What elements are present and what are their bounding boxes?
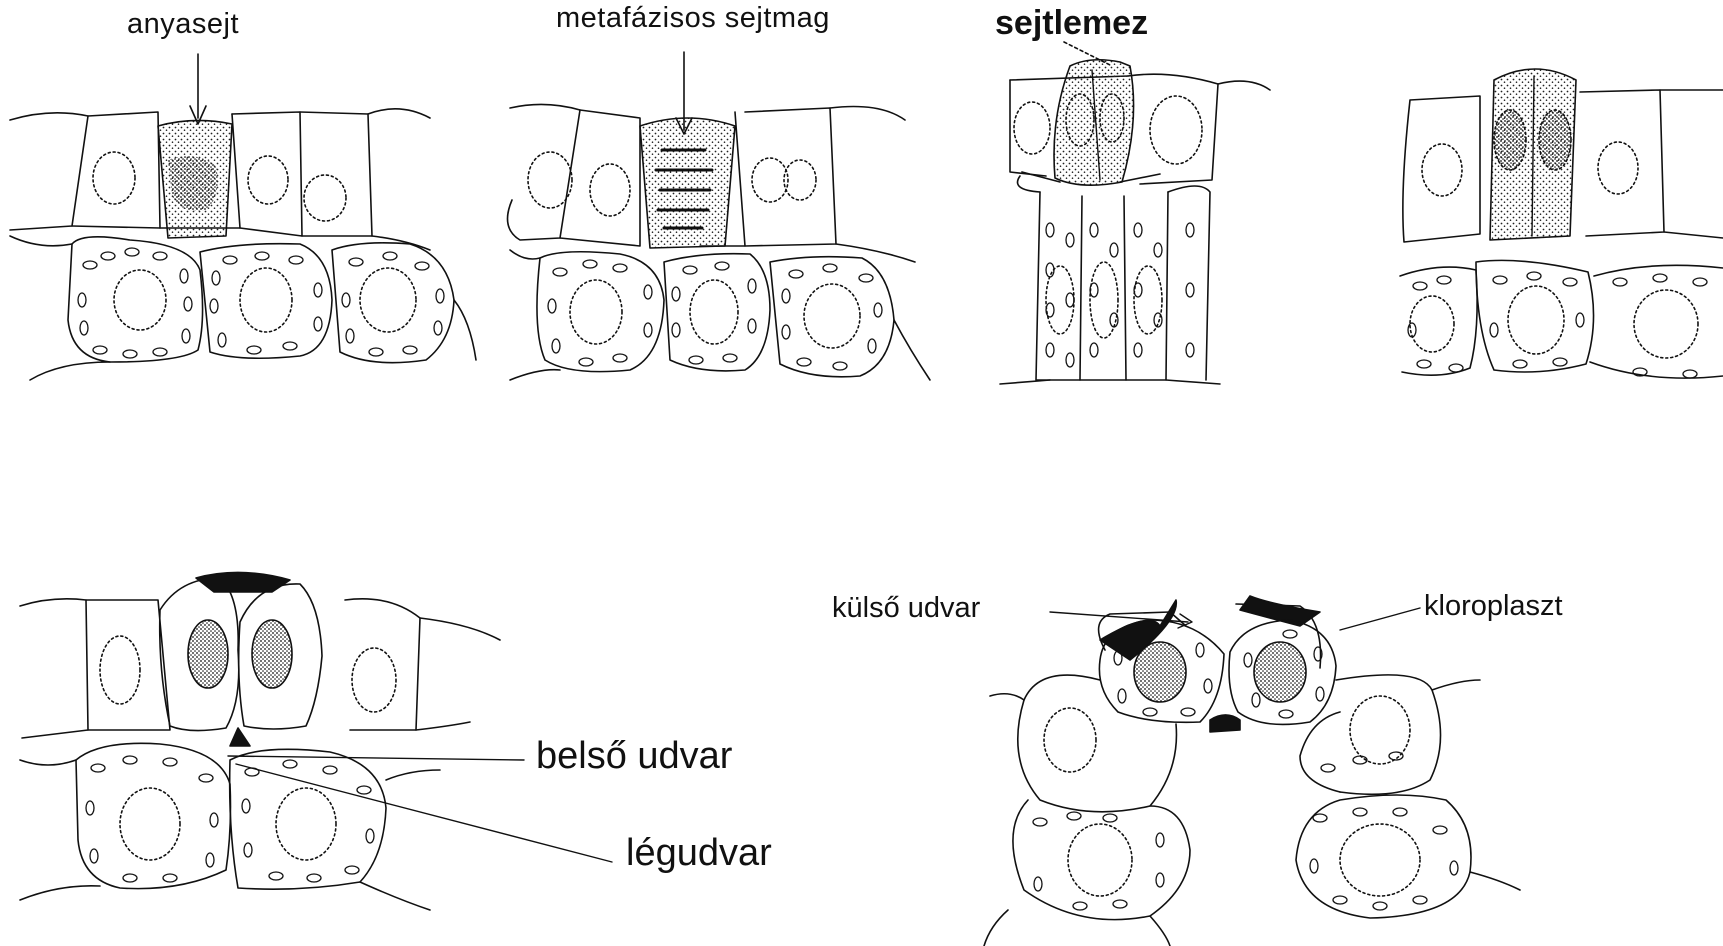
- label-mother-cell: anyasejt: [127, 8, 239, 41]
- label-metaphase-nucleus: metafázisos sejtmag: [556, 2, 830, 35]
- panel-inner-court: [20, 572, 612, 910]
- panel-metaphase: [508, 52, 931, 380]
- panel-guard-mother-split: [1400, 69, 1723, 378]
- label-inner-court: belső udvar: [536, 735, 732, 778]
- label-outer-court: külső udvar: [832, 592, 980, 625]
- label-cell-plate: sejtlemez: [995, 4, 1148, 43]
- panel-mature-stoma: [984, 596, 1520, 946]
- label-air-court: légudvar: [626, 832, 772, 875]
- panel-cell-plate: [1000, 42, 1270, 384]
- panel-mother-cell: [10, 54, 476, 380]
- label-chloroplast: kloroplaszt: [1424, 590, 1563, 623]
